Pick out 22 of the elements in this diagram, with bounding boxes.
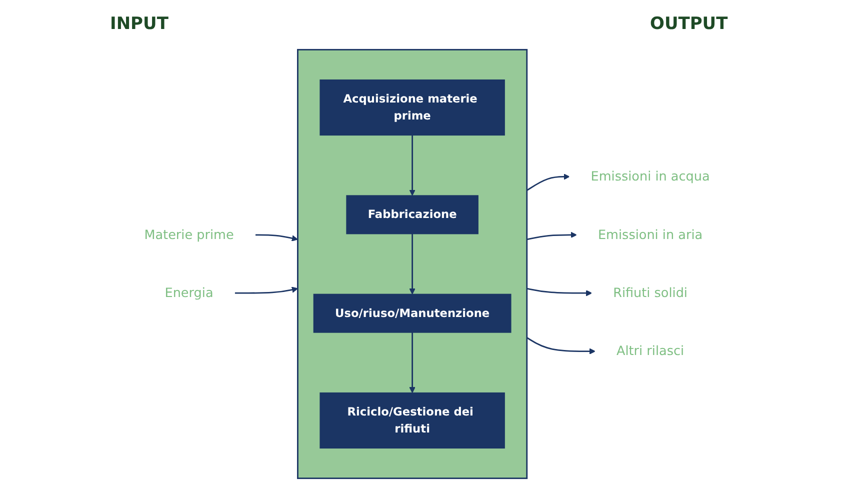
arrow <box>526 288 592 296</box>
node-text: Altri rilasci <box>616 344 684 359</box>
node-text: Rifiuti solidi <box>613 286 688 301</box>
cluster <box>297 48 528 480</box>
arrow <box>526 232 577 240</box>
node-box: Uso/riuso/Manutenzione <box>313 294 512 333</box>
arrow <box>526 337 596 354</box>
node-text: Emissioni in aria <box>598 227 703 242</box>
arrow <box>526 174 570 191</box>
arrow <box>234 286 298 294</box>
node-box: Riciclo/Gestione dei rifiuti <box>320 392 505 449</box>
node-text: Emissioni in acqua <box>590 169 710 184</box>
node-text: Energia <box>164 286 214 301</box>
node-box: Acquisizione materie prime <box>320 79 505 136</box>
arrow <box>409 332 416 394</box>
arrow <box>409 234 416 294</box>
column-heading: OUTPUT <box>650 14 728 34</box>
arrow <box>409 135 416 196</box>
node-text: Materie prime <box>144 227 234 242</box>
node-box: Fabbricazione <box>346 195 478 234</box>
arrow <box>255 234 298 242</box>
column-heading: INPUT <box>110 14 168 34</box>
